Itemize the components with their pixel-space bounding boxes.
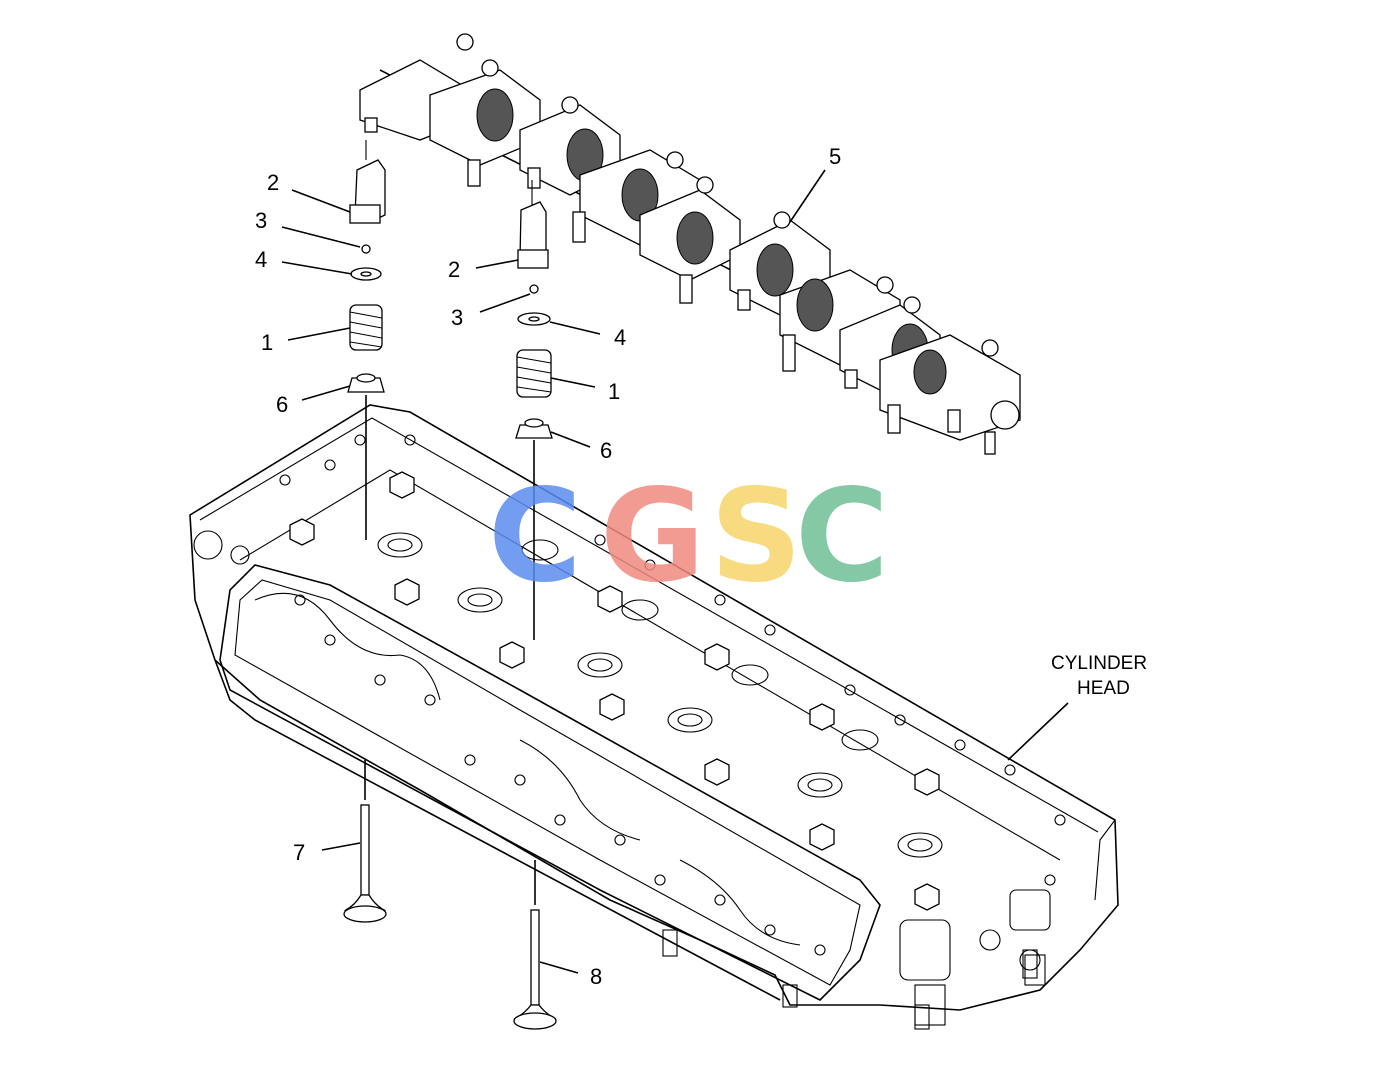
left-valve-spring [349, 304, 383, 351]
head-bolts [289, 471, 940, 911]
left-valve-stack [347, 140, 386, 540]
callout-5: 5 [829, 144, 841, 169]
right-valve-stack [515, 180, 553, 640]
rocker-unit [879, 334, 1021, 455]
callout-7: 7 [293, 840, 305, 865]
cylinder-head-drawing [189, 404, 1119, 1030]
watermark-letter-2: G [600, 462, 705, 611]
watermark-letter-3: S [710, 462, 802, 611]
callout-1-right: 1 [608, 379, 620, 404]
callout-6-left: 6 [276, 392, 288, 417]
callout-2-right: 2 [448, 257, 460, 282]
callout-6-right: 6 [600, 438, 612, 463]
rocker-arm-assembly [359, 33, 1021, 455]
cgsc-watermark: C G S C [488, 462, 889, 611]
intake-valve [513, 860, 557, 1030]
callout-3-left: 3 [255, 208, 267, 233]
callout-1-left: 1 [261, 330, 273, 355]
rocker-unit [429, 59, 541, 187]
deck-bolt-holes [279, 434, 1066, 956]
cylinder-head-label: CYLINDER HEAD [1051, 653, 1147, 699]
rocker-unit [519, 96, 621, 196]
leader-lines [281, 169, 1069, 974]
cylinder-head-label-line2: HEAD [1077, 678, 1130, 699]
callout-3-right: 3 [451, 305, 463, 330]
callout-labels: 2 3 4 1 6 2 3 4 1 6 5 7 8 [255, 144, 841, 989]
callout-4-left: 4 [255, 247, 267, 272]
watermark-letter-1: C [488, 462, 582, 611]
callout-8: 8 [590, 964, 602, 989]
callout-4-right: 4 [614, 325, 626, 350]
cylinder-head-label-line1: CYLINDER [1051, 653, 1147, 674]
valve-seat-rings [377, 532, 943, 858]
rocker-unit [639, 176, 741, 304]
callout-2-left: 2 [267, 170, 279, 195]
watermark-letter-4: C [795, 462, 889, 611]
rocker-unit [572, 149, 701, 246]
exhaust-valve [343, 760, 387, 923]
right-valve-spring [516, 349, 552, 398]
